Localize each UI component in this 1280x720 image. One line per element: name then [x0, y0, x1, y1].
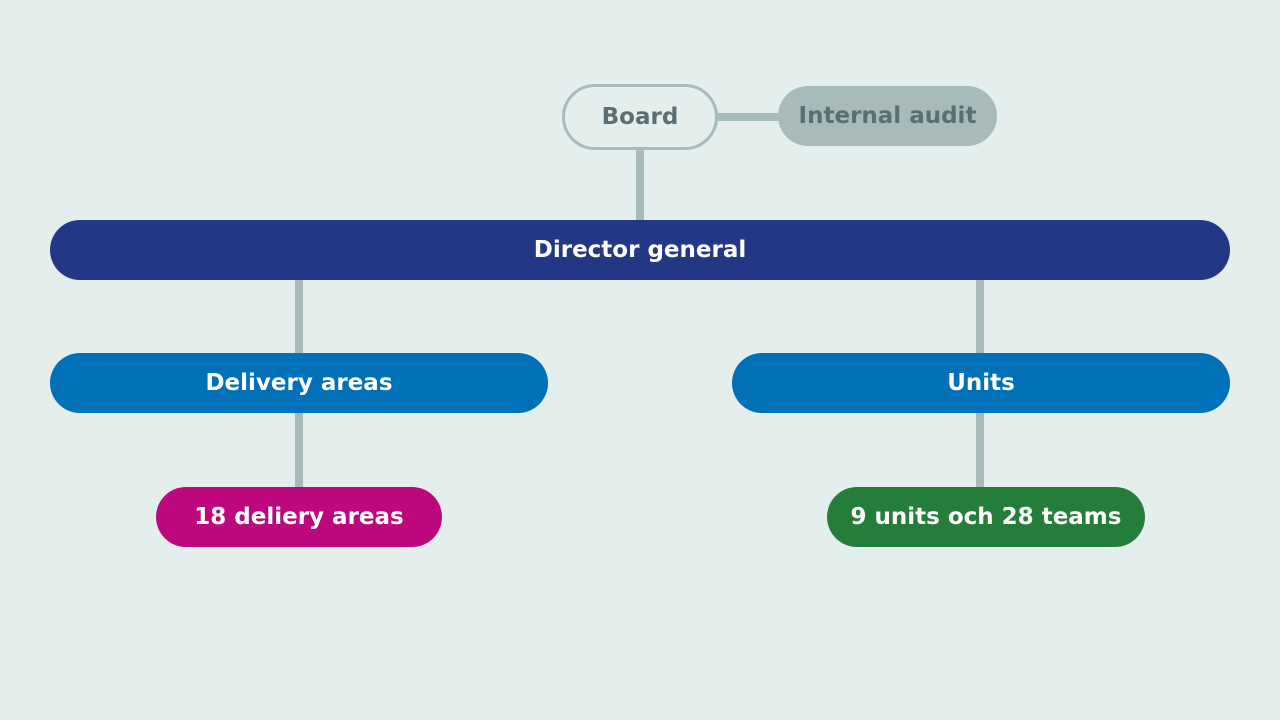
internal-audit-node: Internal audit	[778, 86, 997, 146]
units-label: Units	[947, 370, 1015, 396]
units-count-node: 9 units och 28 teams	[827, 487, 1145, 547]
delivery-areas-label: Delivery areas	[205, 370, 393, 396]
delivery-areas-node: Delivery areas	[50, 353, 548, 413]
delivery-areas-count-label: 18 deliery areas	[194, 504, 404, 530]
connector-board-audit	[716, 113, 780, 121]
connector-director-units	[976, 278, 984, 355]
board-node: Board	[562, 84, 718, 150]
board-label: Board	[601, 104, 679, 130]
internal-audit-label: Internal audit	[798, 103, 977, 129]
connector-director-delivery	[295, 278, 303, 355]
units-node: Units	[732, 353, 1230, 413]
director-general-node: Director general	[50, 220, 1230, 280]
delivery-areas-count-node: 18 deliery areas	[156, 487, 442, 547]
units-count-label: 9 units och 28 teams	[850, 504, 1122, 530]
connector-delivery-count	[295, 411, 303, 489]
connector-units-count	[976, 411, 984, 489]
director-general-label: Director general	[533, 237, 747, 263]
connector-board-director	[636, 148, 644, 222]
